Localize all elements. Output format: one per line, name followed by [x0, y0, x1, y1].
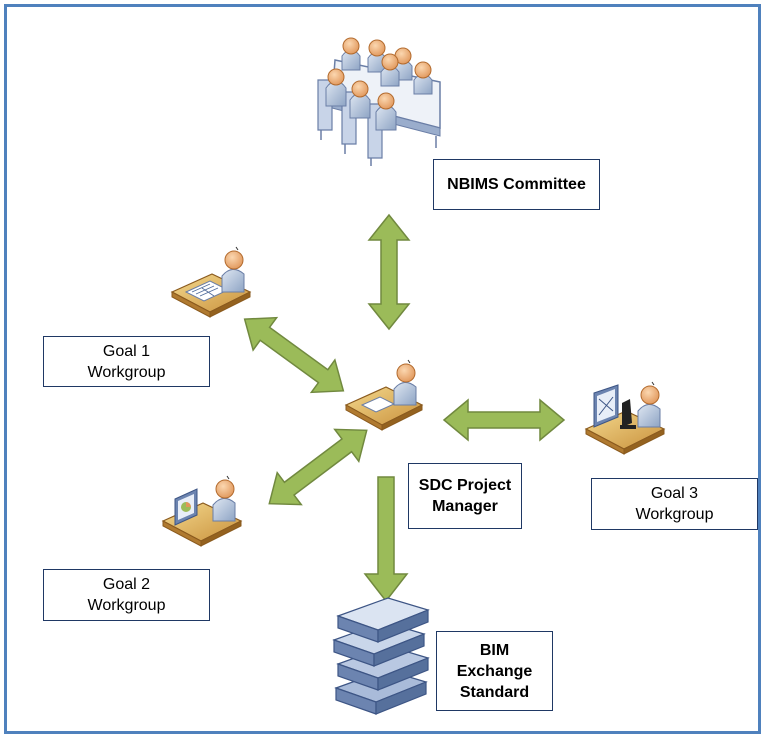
person-at-desk-icon — [344, 359, 424, 431]
goal2-line1: Goal 2 — [102, 576, 151, 593]
sdc-line1: SDC Project — [418, 477, 512, 494]
arrow-goal1-sdc — [243, 316, 345, 394]
nbims-committee-text: NBIMS Committee — [447, 176, 586, 193]
diagram-graphics — [161, 37, 666, 715]
arrow-sdc-goal3 — [442, 398, 566, 442]
sdc-line2: Manager — [432, 498, 498, 515]
document-stack-icon — [332, 597, 430, 715]
bim-line2: Exchange — [456, 662, 533, 680]
goal3-line1: Goal 3 — [650, 485, 699, 502]
arrow-goal2-sdc — [268, 428, 368, 506]
goal1-line2: Workgroup — [87, 363, 166, 381]
goal3-line2: Workgroup — [635, 506, 714, 523]
sdc-project-manager-label: SDC Project Manager — [408, 463, 522, 529]
arrow-nbims-sdc — [367, 213, 411, 331]
nbims-committee-label: NBIMS Committee — [433, 159, 600, 210]
bim-exchange-standard-label: BIM Exchange Standard — [436, 631, 553, 711]
goal2-line2: Workgroup — [87, 597, 166, 614]
goal1-workgroup-label: Goal 1 Workgroup — [43, 336, 210, 387]
arrow-sdc-bim — [363, 476, 409, 603]
person-at-lab-desk-icon — [584, 381, 666, 455]
goal3-workgroup-label: Goal 3 Workgroup — [591, 478, 758, 530]
person-at-desk-icon — [170, 246, 252, 318]
goal1-line1: Goal 1 — [102, 342, 151, 360]
bim-line3: Standard — [459, 683, 530, 701]
person-at-computer-icon — [161, 475, 243, 547]
goal2-workgroup-label: Goal 2 Workgroup — [43, 569, 210, 621]
bim-line1: BIM — [479, 641, 510, 659]
diagram-canvas: NBIMS Committee Goal 1 Workgroup SDC Pro… — [4, 4, 761, 734]
meeting-table-icon — [317, 37, 441, 166]
